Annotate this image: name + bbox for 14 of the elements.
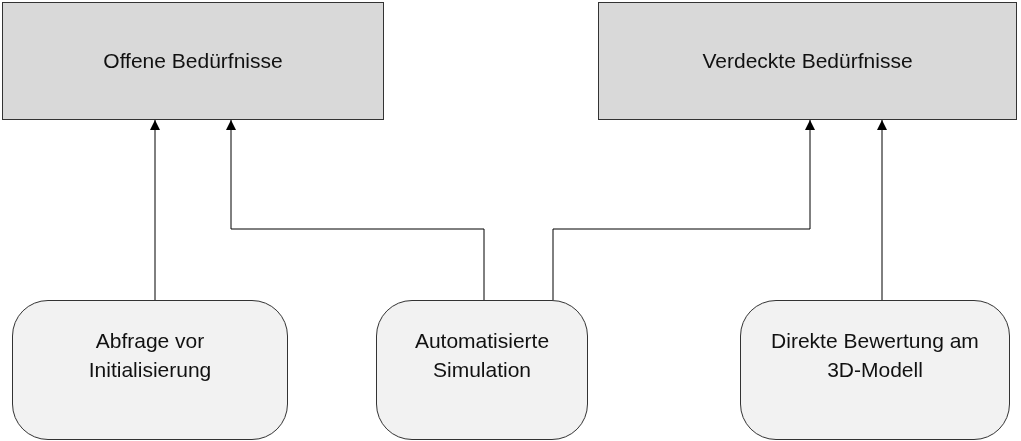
- arrow: [877, 119, 887, 301]
- arrow: [150, 119, 160, 301]
- node-label: Abfrage vor Initialisierung: [87, 327, 213, 383]
- node-label: Direkte Bewertung am 3D-Modell: [770, 327, 980, 383]
- arrow: [552, 119, 815, 301]
- process-box: [598, 2, 1017, 120]
- node-label: Verdeckte Bedürfnisse: [702, 48, 913, 75]
- rounded-box: [740, 300, 1010, 440]
- node-label: Offene Bedürfnisse: [103, 48, 283, 75]
- process-box: [2, 2, 384, 120]
- arrow: [226, 119, 485, 301]
- rounded-box: [376, 300, 588, 440]
- node-label: Automatisierte Simulation: [413, 327, 551, 383]
- rounded-box: [12, 300, 288, 440]
